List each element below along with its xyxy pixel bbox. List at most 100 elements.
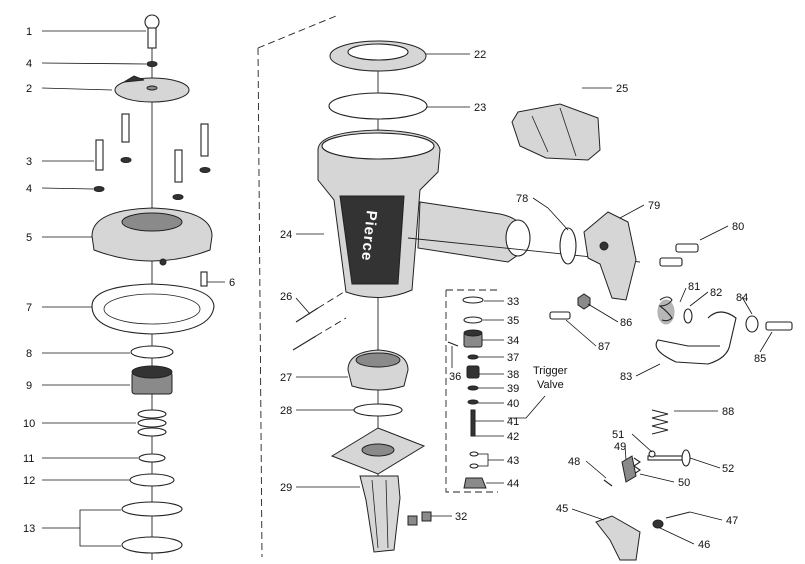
callout-numbers: 1 4 2 3 4 5 6 7 8 9 10 11 12 13 22 23 24… [23, 26, 766, 551]
callout-88: 88 [722, 406, 734, 418]
part-82-washer [683, 308, 693, 324]
brand-logo-text: Pierce [358, 210, 380, 263]
part-22-ring-cap [329, 40, 427, 72]
part-25-cover [511, 103, 601, 161]
part-13-o-ring-lower [121, 536, 183, 554]
callout-6: 6 [229, 277, 235, 289]
callout-2: 2 [26, 83, 32, 95]
callout-24: 24 [280, 229, 292, 241]
callout-27: 27 [280, 372, 292, 384]
part-13-o-ring-upper [121, 501, 183, 517]
callout-3: 3 [26, 156, 32, 168]
callout-47: 47 [726, 515, 738, 527]
part-52-plunger [647, 449, 691, 467]
callout-28: 28 [280, 405, 292, 417]
part-29-nose-assembly [330, 427, 426, 553]
callout-25: 25 [616, 83, 628, 95]
part-83-hanger [655, 311, 737, 365]
callout-7: 7 [26, 302, 32, 314]
callout-87: 87 [598, 341, 610, 353]
part-3-bolts [93, 113, 211, 200]
part-9-piston [131, 365, 173, 395]
trigger-valve-label-line1: Trigger [533, 365, 568, 377]
callout-81: 81 [688, 281, 700, 293]
callout-46: 46 [698, 539, 710, 551]
callout-10: 10 [23, 418, 35, 430]
part-23-o-ring [328, 92, 428, 120]
trigger-valve-label-line2: Valve [537, 379, 564, 391]
callout-78: 78 [516, 193, 528, 205]
callout-86: 86 [620, 317, 632, 329]
part-48-pin [603, 479, 613, 487]
callout-35: 35 [507, 315, 519, 327]
callout-49: 49 [614, 441, 626, 453]
trigger-valve-parts [447, 296, 487, 489]
part-84-washer [745, 315, 759, 333]
callout-44: 44 [507, 478, 519, 490]
part-32-blocks [407, 511, 432, 526]
callout-50: 50 [678, 477, 690, 489]
part-51-ball [648, 450, 656, 458]
part-78-o-ring [559, 227, 577, 265]
part-7-gasket [91, 283, 215, 335]
part-80-bolts [659, 243, 699, 267]
callout-36: 36 [449, 371, 461, 383]
callout-79: 79 [648, 200, 660, 212]
callout-9: 9 [26, 380, 32, 392]
callout-5: 5 [26, 232, 32, 244]
callout-52: 52 [722, 463, 734, 475]
callout-80: 80 [732, 221, 744, 233]
part-11-ring [138, 453, 166, 463]
part-49-trigger-part [621, 455, 637, 483]
part-10-rings [137, 409, 167, 437]
leader-lines [41, 30, 773, 547]
part-47-pin [665, 511, 691, 519]
callout-4: 4 [26, 58, 32, 70]
part-81-spring [657, 296, 675, 325]
callout-41: 41 [507, 416, 519, 428]
callout-84: 84 [736, 292, 748, 304]
callout-38: 38 [507, 369, 519, 381]
callout-26: 26 [280, 291, 292, 303]
part-88-spring [651, 409, 669, 435]
part-12-o-ring [129, 473, 175, 487]
callout-48: 48 [568, 456, 580, 468]
trigger-valve-box [445, 289, 500, 493]
callout-12: 12 [23, 475, 35, 487]
part-8-o-ring [130, 345, 174, 359]
callout-32: 32 [455, 511, 467, 523]
callout-83: 83 [620, 371, 632, 383]
callout-45: 45 [556, 503, 568, 515]
callout-8: 8 [26, 348, 32, 360]
part-79-end-cap [583, 211, 637, 301]
callout-39: 39 [507, 383, 519, 395]
callout-43: 43 [507, 455, 519, 467]
part-6-pin [200, 271, 208, 287]
part-45-trigger [595, 515, 641, 561]
part-46-pin [652, 519, 664, 529]
part-4-washer-top [146, 61, 158, 67]
callout-22: 22 [474, 49, 486, 61]
callout-1: 1 [26, 26, 32, 38]
callout-33: 33 [507, 296, 519, 308]
part-28-bumper [353, 403, 403, 417]
callout-29: 29 [280, 482, 292, 494]
callout-51: 51 [612, 429, 624, 441]
callout-13: 13 [23, 523, 35, 535]
part-2-cap [114, 75, 190, 103]
callout-42: 42 [507, 431, 519, 443]
part-86-nut [577, 293, 591, 310]
callout-4: 4 [26, 183, 32, 195]
callout-34: 34 [507, 335, 519, 347]
part-85-bolt [765, 321, 793, 331]
callout-11: 11 [23, 453, 34, 465]
callout-40: 40 [507, 398, 519, 410]
center-phantom-line [257, 15, 337, 558]
part-87-screw [549, 311, 571, 320]
callout-37: 37 [507, 352, 519, 364]
part-5-cylinder-head [91, 207, 213, 266]
part-24-main-body: Pierce [317, 129, 641, 299]
callout-23: 23 [474, 102, 486, 114]
callout-85: 85 [754, 353, 766, 365]
